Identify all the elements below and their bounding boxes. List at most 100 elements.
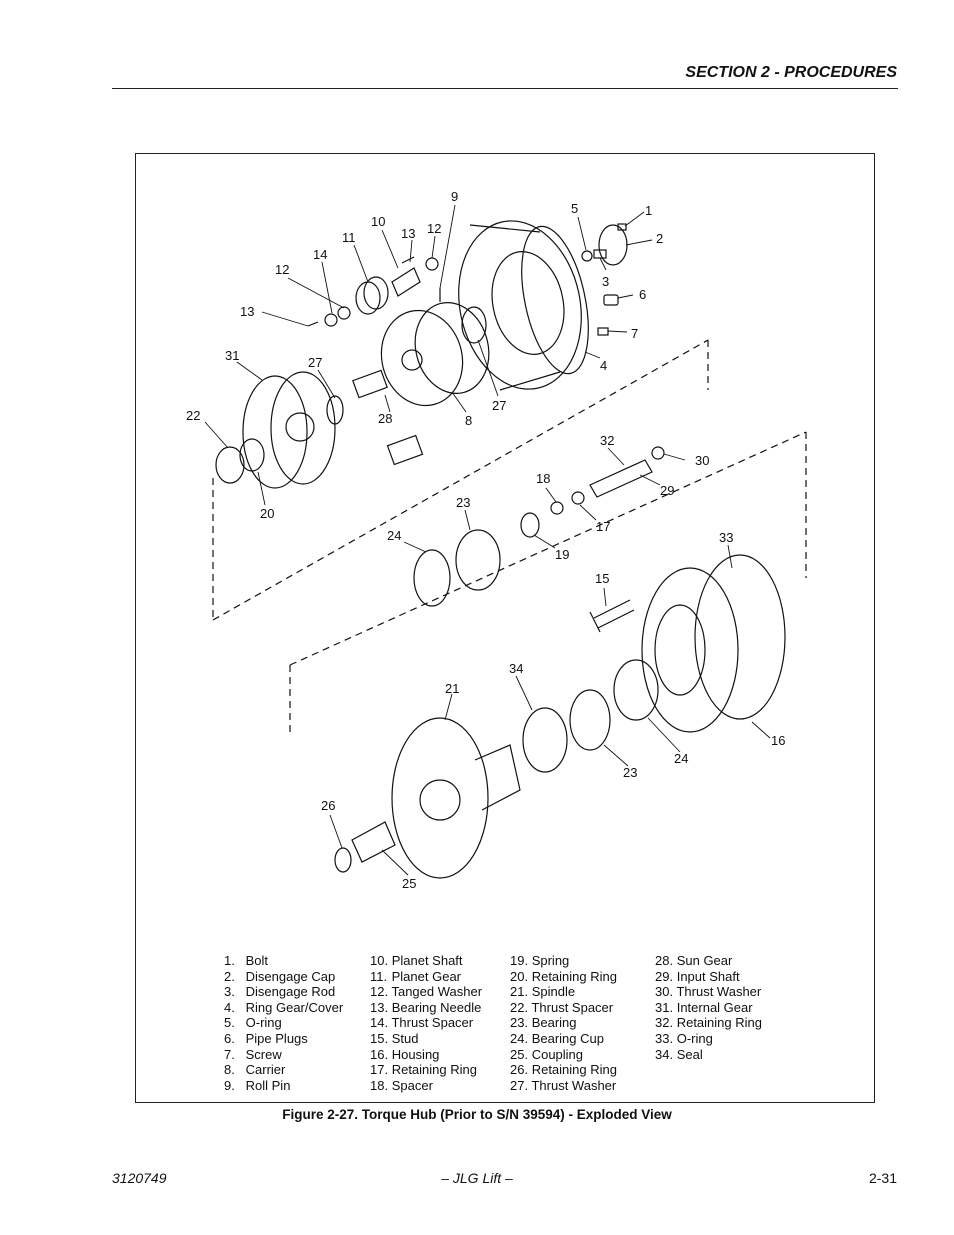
callout: 30 xyxy=(695,453,709,468)
parts-item: 20. Retaining Ring xyxy=(510,968,617,984)
callout: 24 xyxy=(674,751,688,766)
callout: 12 xyxy=(275,262,289,277)
parts-item: 29. Input Shaft xyxy=(655,968,740,984)
parts-item: 16. Housing xyxy=(370,1046,440,1062)
callout: 13 xyxy=(240,304,254,319)
callout: 14 xyxy=(313,247,327,262)
parts-item: 31. Internal Gear xyxy=(655,999,753,1015)
internal-gear xyxy=(242,371,336,489)
callout: 7 xyxy=(631,326,638,341)
callout: 13 xyxy=(401,226,415,241)
callout: 27 xyxy=(492,398,506,413)
callout: 23 xyxy=(456,495,470,510)
parts-item: 4. Ring Gear/Cover xyxy=(224,999,344,1015)
seal-34 xyxy=(522,707,568,773)
callout-labels: 9 5 1 10 13 12 2 11 14 12 3 6 13 7 31 27… xyxy=(186,189,785,891)
assembly-guide-lines xyxy=(212,339,807,735)
callout: 29 xyxy=(660,483,674,498)
callout: 15 xyxy=(595,571,609,586)
thrust-washer-30 xyxy=(651,446,665,460)
parts-column-2: 10. Planet Shaft 11. Planet Gear 12. Tan… xyxy=(370,953,520,1093)
coupling xyxy=(351,821,396,863)
parts-item: 23. Bearing xyxy=(510,1015,577,1031)
bearing-needle-13a xyxy=(401,256,415,264)
parts-item: 8. Carrier xyxy=(224,1062,286,1078)
callout: 8 xyxy=(465,413,472,428)
parts-item: 14. Thrust Spacer xyxy=(370,1015,474,1031)
parts-item: 27. Thrust Washer xyxy=(510,1077,617,1093)
parts-item: 22. Thrust Spacer xyxy=(510,999,614,1015)
callout: 5 xyxy=(571,201,578,216)
callout: 27 xyxy=(308,355,322,370)
callout: 26 xyxy=(321,798,335,813)
disengage-cap xyxy=(598,224,628,266)
bearing-23b xyxy=(569,689,611,751)
figure-caption: Figure 2-27. Torque Hub (Prior to S/N 39… xyxy=(282,1107,672,1122)
thrust-spacer-22 xyxy=(215,446,245,484)
header-divider xyxy=(112,88,898,89)
spacer-18 xyxy=(550,501,564,515)
callout: 18 xyxy=(536,471,550,486)
ring-gear-cover xyxy=(458,220,589,391)
stud xyxy=(589,599,635,633)
parts-item: 33. O-ring xyxy=(655,1030,713,1046)
o-ring-5 xyxy=(581,250,593,262)
callout: 2 xyxy=(656,231,663,246)
parts-item: 32. Retaining Ring xyxy=(655,1015,762,1031)
callout: 22 xyxy=(186,408,200,423)
housing xyxy=(641,554,786,733)
callout: 16 xyxy=(771,733,785,748)
parts-item: 13. Bearing Needle xyxy=(370,999,482,1015)
retaining-ring-26 xyxy=(334,847,352,873)
parts-item: 2. Disengage Cap xyxy=(224,968,336,984)
parts-item: 18. Spacer xyxy=(370,1077,433,1093)
callout: 3 xyxy=(602,274,609,289)
parts-item: 1. Bolt xyxy=(224,953,269,968)
parts-item: 11. Planet Gear xyxy=(370,968,461,984)
parts-item: 25. Coupling xyxy=(510,1046,584,1062)
parts-item: 3. Disengage Rod xyxy=(224,984,336,1000)
parts-item: 17. Retaining Ring xyxy=(370,1062,477,1078)
spindle xyxy=(391,717,521,879)
bearing-needle-13b xyxy=(307,321,319,327)
callout: 11 xyxy=(342,230,356,245)
parts-item: 26. Retaining Ring xyxy=(510,1062,617,1078)
parts-item: 21. Spindle xyxy=(510,984,576,1000)
callout: 31 xyxy=(225,348,239,363)
thrust-washer-27b xyxy=(326,395,344,425)
figure-frame xyxy=(135,153,875,1103)
callout: 33 xyxy=(719,530,733,545)
callout: 20 xyxy=(260,506,274,521)
parts-item: 7. Screw xyxy=(224,1046,282,1062)
bearing-23 xyxy=(455,529,501,591)
callout: 10 xyxy=(371,214,385,229)
callout: 21 xyxy=(445,681,459,696)
bearing-cup-24 xyxy=(413,549,451,607)
retaining-ring-20 xyxy=(239,438,265,472)
parts-item: 5. O-ring xyxy=(224,1015,282,1031)
parts-item: 9. Roll Pin xyxy=(224,1077,291,1093)
screw-7 xyxy=(597,327,609,336)
callout: 32 xyxy=(600,433,614,448)
callout: 17 xyxy=(596,519,610,534)
callout: 1 xyxy=(645,203,652,218)
callout: 12 xyxy=(427,221,441,236)
parts-column-3: 19. Spring 20. Retaining Ring 21. Spindl… xyxy=(510,953,660,1093)
document-number: 3120749 xyxy=(112,1170,167,1186)
parts-item: 10. Planet Shaft xyxy=(370,953,463,968)
tanged-washer-12a xyxy=(425,257,439,271)
bolt-1 xyxy=(617,223,627,231)
callout: 34 xyxy=(509,661,523,676)
callout: 25 xyxy=(402,876,416,891)
parts-item: 34. Seal xyxy=(655,1046,703,1062)
callout: 19 xyxy=(555,547,569,562)
parts-item: 12. Tanged Washer xyxy=(370,984,483,1000)
retaining-ring-17 xyxy=(571,491,585,505)
leader-lines xyxy=(204,204,771,876)
parts-column-1: 1. Bolt 2. Disengage Cap 3. Disengage Ro… xyxy=(224,953,374,1093)
input-shaft xyxy=(589,459,653,498)
page-number: 2-31 xyxy=(868,1170,897,1186)
callout: 4 xyxy=(600,358,607,373)
callout: 6 xyxy=(639,287,646,302)
